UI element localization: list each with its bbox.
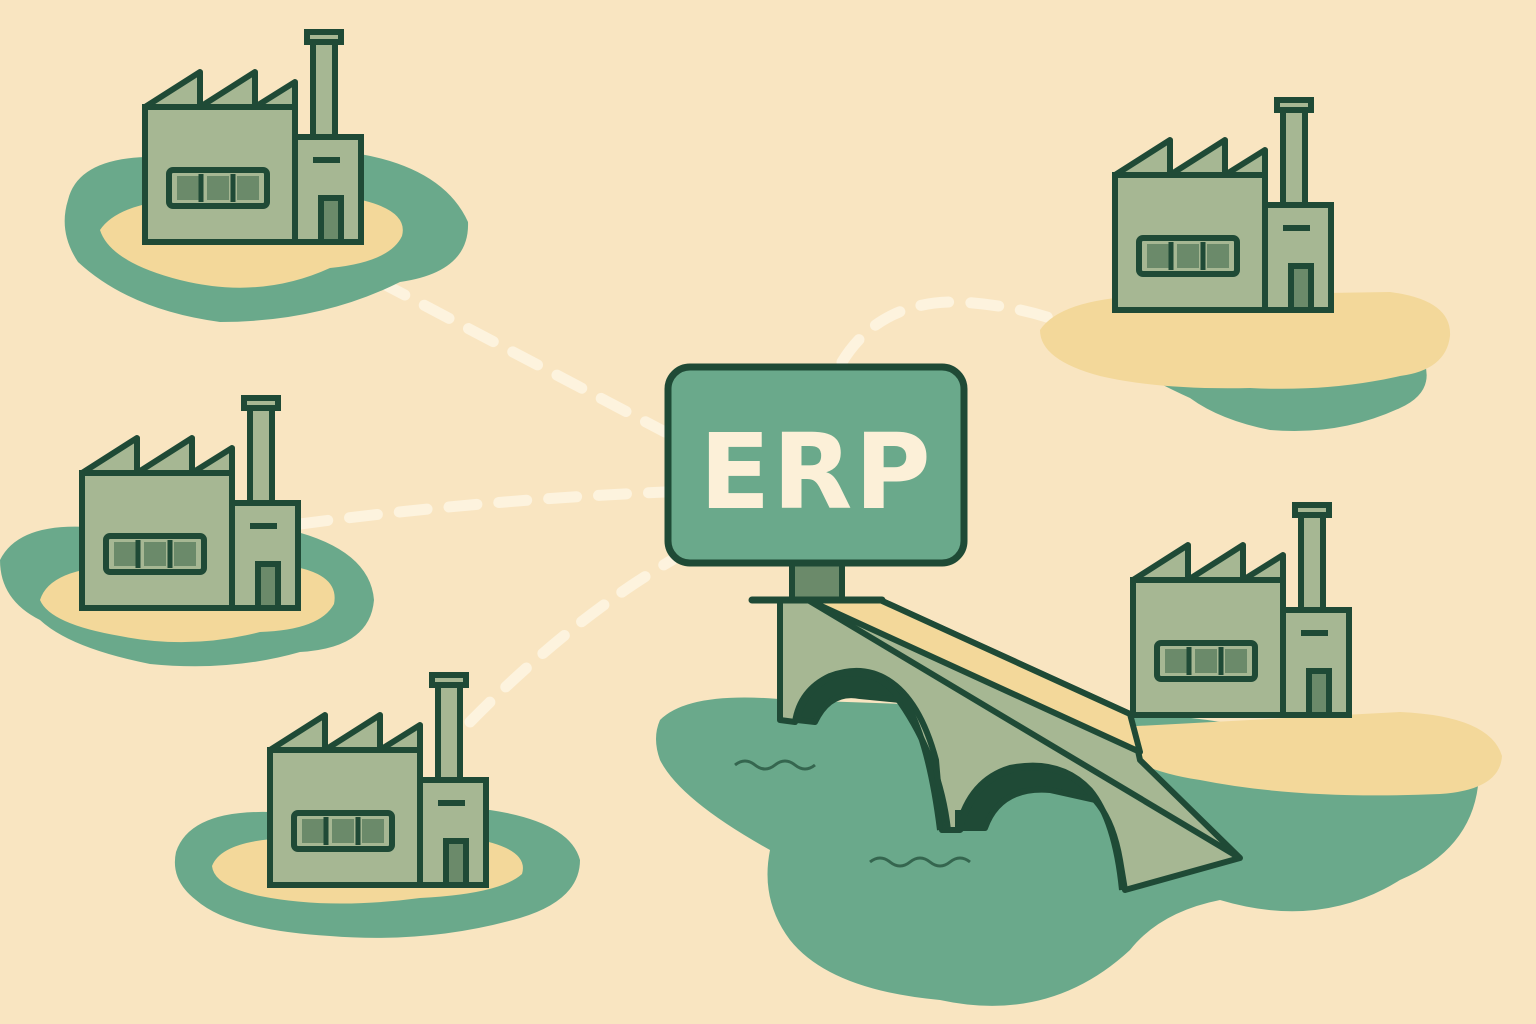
- connection-lines: [294, 276, 1056, 728]
- water-wave: [734, 759, 816, 771]
- water-wave: [869, 856, 971, 868]
- connection-line-bottom-left: [464, 554, 678, 728]
- bridge-icon: [777, 597, 1243, 893]
- connection-line-top-right: [836, 296, 1056, 368]
- connection-line-middle-left: [294, 486, 671, 530]
- connection-line-top-left: [374, 276, 671, 438]
- erp-label: ERP: [699, 411, 932, 533]
- erp-monitor[interactable]: ERP: [664, 363, 968, 604]
- island-bottom-right: [656, 697, 1502, 1006]
- island-top-right: [1040, 292, 1451, 432]
- monitor-stand-neck: [789, 559, 845, 603]
- monitor-icon: [664, 363, 968, 567]
